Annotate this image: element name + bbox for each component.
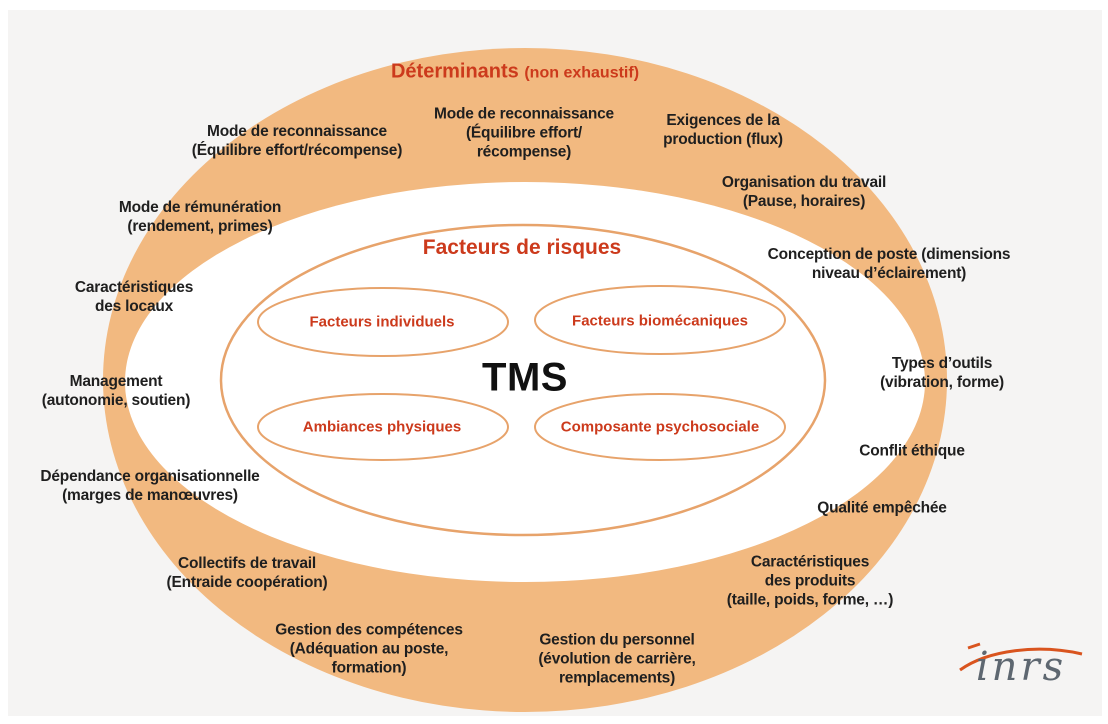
determinant-line: (Équilibre effort/ [465, 124, 583, 142]
logo-text: inrs [975, 644, 1067, 690]
determinant-skills-management: Gestion des compétences (Adéquation au p… [275, 621, 463, 678]
determinant-personnel-management: Gestion du personnel (évolution de carri… [538, 631, 696, 688]
determinant-line: (Adéquation au poste, [289, 640, 449, 658]
determinant-line: (Entraide coopération) [166, 574, 328, 591]
determinant-line: (taille, poids, forme, …) [726, 591, 894, 609]
determinant-line: Management [69, 373, 163, 390]
determinant-line: (autonomie, soutien) [41, 392, 191, 409]
determinant-products: Caractéristiques des produits (taille, p… [726, 553, 894, 610]
determinant-line: Gestion des compétences [275, 621, 463, 639]
determinant-work-organisation: Organisation du travail (Pause, horaires… [722, 173, 886, 211]
outer-title-main: Déterminants [390, 60, 519, 83]
determinant-line: (Équilibre effort/récompense) [191, 142, 403, 159]
determinant-line: production (flux) [663, 131, 783, 148]
factor-ellipse-physical [257, 393, 509, 461]
determinant-production: Exigences de la production (flux) [663, 111, 783, 149]
inrs-logo: inrs [958, 640, 1084, 696]
determinant-line: Exigences de la [666, 112, 780, 129]
determinant-line: Types d’outils [891, 355, 993, 372]
determinant-line: Conception de poste (dimensions [767, 246, 1011, 263]
determinant-workstation-design: Conception de poste (dimensions niveau d… [768, 245, 1011, 283]
determinant-line: (évolution de carrière, [538, 650, 696, 668]
determinant-remuneration: Mode de rémunération (rendement, primes) [119, 198, 281, 236]
determinant-line: (Pause, horaires) [742, 193, 866, 210]
determinant-line: des locaux [94, 298, 174, 315]
factor-ellipse-biomechanical [534, 285, 786, 355]
determinant-line: (rendement, primes) [127, 218, 273, 235]
factor-ellipse-individual [257, 287, 509, 357]
determinant-premises: Caractéristiques des locaux [75, 278, 193, 316]
determinant-line: Gestion du personnel [539, 631, 695, 649]
determinant-line: Conflit éthique [859, 442, 965, 460]
center-label: TMS [482, 355, 568, 400]
determinant-management: Management (autonomie, soutien) [41, 372, 191, 410]
determinant-line: Mode de reconnaissance [434, 105, 614, 123]
determinant-tools: Types d’outils (vibration, forme) [880, 354, 1004, 392]
determinant-work-collectives: Collectifs de travail (Entraide coopérat… [167, 554, 328, 592]
determinant-impeded-quality: Qualité empêchée [817, 499, 947, 518]
determinant-line: (vibration, forme) [880, 374, 1004, 391]
determinant-line: Organisation du travail [721, 174, 887, 191]
determinant-line: des produits [764, 572, 856, 590]
determinant-line: remplacements) [558, 669, 676, 687]
factor-ellipse-psychosocial [534, 393, 786, 461]
determinant-line: niveau d’éclairement) [811, 265, 967, 282]
inner-ellipse-outline [219, 223, 827, 537]
outer-title-note: (non exhaustif) [524, 64, 640, 82]
outer-title: Déterminants (non exhaustif) [391, 61, 639, 84]
determinant-line: Caractéristiques [74, 279, 194, 296]
factor-physical: Ambiances physiques [302, 418, 462, 436]
factor-individual: Facteurs individuels [309, 313, 455, 331]
inner-area [125, 182, 925, 582]
determinant-ethical-conflict: Conflit éthique [859, 442, 965, 461]
determinant-line: récompense) [476, 143, 572, 161]
determinant-line: Mode de rémunération [118, 199, 282, 216]
determinant-recognition-left: Mode de reconnaissance (Équilibre effort… [191, 122, 403, 160]
determinant-organisational-dependence: Dépendance organisationnelle (marges de … [40, 467, 259, 505]
determinant-line: Caractéristiques [750, 553, 870, 571]
logo-swoosh-icon [959, 642, 1083, 672]
determinant-line: Mode de reconnaissance [207, 123, 387, 140]
inner-title: Facteurs de risques [422, 236, 622, 259]
determinant-line: Dépendance organisationnelle [40, 468, 260, 485]
factor-psychosocial: Composante psychosociale [560, 418, 760, 436]
factor-biomechanical: Facteurs biomécaniques [572, 312, 748, 330]
determinant-line: Qualité empêchée [817, 499, 947, 517]
determinant-line: formation) [331, 659, 407, 677]
determinant-recognition-top: Mode de reconnaissance (Équilibre effort… [434, 105, 614, 162]
determinant-line: Collectifs de travail [178, 555, 316, 572]
determinant-line: (marges de manœuvres) [62, 487, 238, 504]
